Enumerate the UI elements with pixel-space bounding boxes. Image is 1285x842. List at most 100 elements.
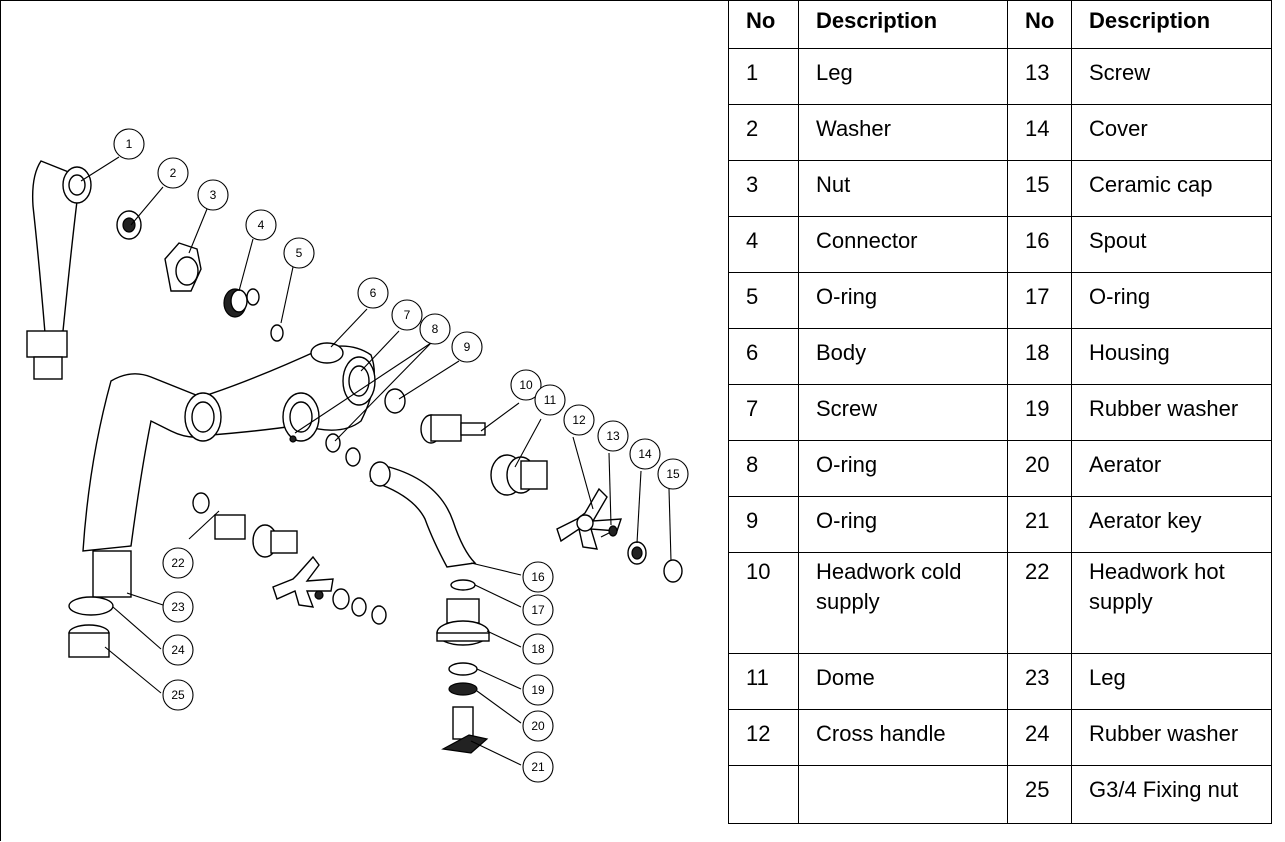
part-ceramic-cap: [663, 559, 683, 583]
cell-description: Headwork cold supply: [798, 552, 1008, 654]
part-rubber-washer-19: [448, 662, 478, 676]
callout-16: 16: [522, 561, 554, 593]
part-cross-handle-cold: [556, 487, 622, 550]
callout-14: 14: [629, 438, 661, 470]
svg-text:1: 1: [126, 137, 133, 151]
part-spout: [369, 461, 477, 568]
cell-description: Headwork hot supply: [1071, 552, 1272, 654]
table-header-row: No Description No Description: [728, 0, 1272, 49]
cell-description: Body: [798, 328, 1008, 385]
cell-description: Leg: [798, 48, 1008, 105]
svg-text:14: 14: [638, 447, 652, 461]
svg-text:25: 25: [171, 688, 185, 702]
svg-text:11: 11: [544, 393, 557, 407]
callout-3: 3: [197, 179, 229, 211]
callout-25: 25: [162, 679, 194, 711]
svg-text:9: 9: [464, 340, 471, 354]
svg-text:21: 21: [531, 760, 545, 774]
callout-18: 18: [522, 633, 554, 665]
part-o-ring-17: [450, 579, 476, 591]
svg-text:10: 10: [519, 378, 533, 392]
cell-no: 23: [1007, 653, 1072, 710]
table-row: 10 Headwork cold supply 22 Headwork hot …: [728, 552, 1272, 654]
callout-22: 22: [162, 547, 194, 579]
leader-lines: [80, 156, 672, 766]
svg-text:8: 8: [432, 322, 439, 336]
cell-description: Rubber washer: [1071, 384, 1272, 441]
callout-19: 19: [522, 674, 554, 706]
cell-no: 13: [1007, 48, 1072, 105]
table-row: 6 Body 18 Housing: [728, 328, 1272, 385]
part-rubber-washer-24: [68, 596, 114, 616]
part-o-ring-9: [384, 388, 406, 414]
cell-description: Connector: [798, 216, 1008, 273]
part-headwork-cold: [420, 414, 486, 444]
callout-2: 2: [157, 157, 189, 189]
cell-no: 3: [728, 160, 799, 217]
cell-no: 20: [1007, 440, 1072, 497]
cell-description: Cross handle: [798, 709, 1008, 766]
cell-no: 9: [728, 496, 799, 553]
cell-description: Rubber washer: [1071, 709, 1272, 766]
callout-24: 24: [162, 634, 194, 666]
table-row: 11 Dome 23 Leg: [728, 653, 1272, 710]
part-screw-7: [289, 435, 297, 443]
callout-4: 4: [245, 209, 277, 241]
cell-no: 6: [728, 328, 799, 385]
svg-text:19: 19: [531, 683, 545, 697]
table-row: 25 G3/4 Fixing nut: [728, 765, 1272, 824]
part-connector: [223, 288, 260, 318]
part-leg-top: [26, 160, 92, 380]
header-description-right: Description: [1071, 0, 1272, 49]
cell-no: 16: [1007, 216, 1072, 273]
svg-text:3: 3: [210, 188, 217, 202]
part-nut: [164, 242, 202, 292]
cell-no: 2: [728, 104, 799, 161]
callout-5: 5: [283, 237, 315, 269]
cell-description: Spout: [1071, 216, 1272, 273]
cell-description: O-ring: [1071, 272, 1272, 329]
callout-20: 20: [522, 710, 554, 742]
table-row: 3 Nut 15 Ceramic cap: [728, 160, 1272, 217]
part-o-ring-8: [325, 433, 341, 453]
table-row: 9 O-ring 21 Aerator key: [728, 496, 1272, 553]
cell-no: [728, 765, 799, 824]
cell-description: Ceramic cap: [1071, 160, 1272, 217]
cell-description: Cover: [1071, 104, 1272, 161]
cell-description: O-ring: [798, 272, 1008, 329]
callout-21: 21: [522, 751, 554, 783]
callout-15: 15: [657, 458, 689, 490]
diagram-drawing: 1 2 3 4 5 6 7 8 9 10 11 12 13 14 15 16 1…: [26, 128, 689, 783]
svg-text:7: 7: [404, 308, 411, 322]
svg-text:5: 5: [296, 246, 303, 260]
cell-no: 12: [728, 709, 799, 766]
svg-text:23: 23: [171, 600, 185, 614]
cell-description: O-ring: [798, 496, 1008, 553]
header-description-left: Description: [798, 0, 1008, 49]
cell-no: 11: [728, 653, 799, 710]
cell-description: G3/4 Fixing nut: [1071, 765, 1272, 824]
svg-text:13: 13: [606, 429, 620, 443]
header-no-left: No: [728, 0, 799, 49]
cell-no: 1: [728, 48, 799, 105]
svg-text:20: 20: [531, 719, 545, 733]
cell-no: 17: [1007, 272, 1072, 329]
svg-text:2: 2: [170, 166, 177, 180]
svg-text:4: 4: [258, 218, 265, 232]
svg-text:18: 18: [531, 642, 545, 656]
callout-17: 17: [522, 594, 554, 626]
callout-9: 9: [451, 331, 483, 363]
svg-text:16: 16: [531, 570, 545, 584]
cell-description: Screw: [798, 384, 1008, 441]
callout-6: 6: [357, 277, 389, 309]
cell-no: 24: [1007, 709, 1072, 766]
cell-description: Aerator key: [1071, 496, 1272, 553]
callout-1: 1: [113, 128, 145, 160]
cell-description: Washer: [798, 104, 1008, 161]
cell-no: 19: [1007, 384, 1072, 441]
part-headwork-hot: [192, 492, 387, 625]
cell-no: 5: [728, 272, 799, 329]
svg-text:12: 12: [572, 413, 586, 427]
part-housing: [436, 598, 490, 646]
cell-no: 4: [728, 216, 799, 273]
